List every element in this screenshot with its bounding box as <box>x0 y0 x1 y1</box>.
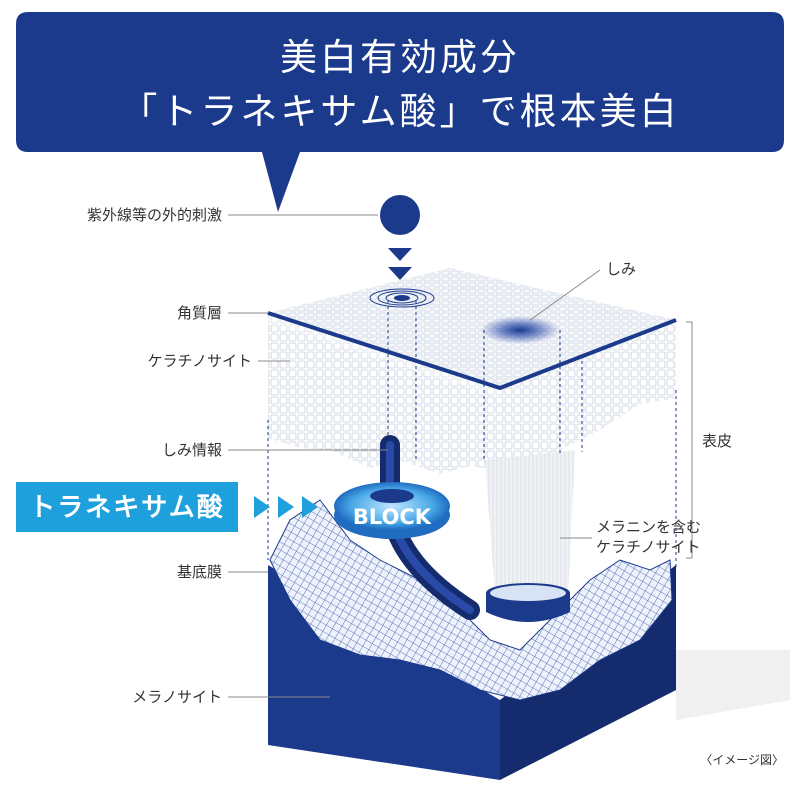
label-keratinocyte: ケラチノサイト <box>147 352 252 370</box>
spot-mark <box>480 316 560 344</box>
label-melanocyte: メラノサイト <box>132 688 222 706</box>
label-spot-info: しみ情報 <box>162 441 222 459</box>
header-title-line2: 「トラネキサム酸」で根本美白 <box>120 90 679 133</box>
uv-stimulus <box>369 195 435 308</box>
ingredient-tag-text: トラネキサム酸 <box>29 493 224 523</box>
footnote: 〈イメージ図〉 <box>700 753 784 767</box>
label-epidermis: 表皮 <box>702 432 732 450</box>
label-melanin-keratinocyte-2: ケラチノサイト <box>596 538 701 556</box>
arrow-down-icon <box>388 267 412 280</box>
block-label: BLOCK <box>353 505 432 529</box>
label-melanin-keratinocyte-1: メラニンを含む <box>596 518 701 536</box>
play-arrow-icon <box>278 496 294 518</box>
leader-lines <box>228 214 601 698</box>
play-arrow-icon <box>302 496 318 518</box>
label-spot: しみ <box>606 260 636 278</box>
ingredient-tag: トラネキサム酸 <box>16 482 318 532</box>
block-ring: BLOCK <box>334 482 450 539</box>
epidermis-bracket <box>686 321 693 559</box>
uv-circle-icon <box>380 195 420 235</box>
melanin-keratinocyte-column <box>485 450 575 622</box>
header-title-line1: 美白有効成分 <box>280 36 520 79</box>
basement-mesh <box>269 499 673 701</box>
label-uv: 紫外線等の外的刺激 <box>87 206 222 224</box>
dashed-guides <box>267 300 677 570</box>
play-arrow-icon <box>254 496 270 518</box>
label-stratum-corneum: 角質層 <box>177 304 222 322</box>
arrow-down-icon <box>388 248 412 261</box>
header-bubble: 美白有効成分 「トラネキサム酸」で根本美白 <box>16 12 784 212</box>
keratinocyte-layer <box>267 268 677 474</box>
label-basement-membrane: 基底膜 <box>177 563 222 581</box>
